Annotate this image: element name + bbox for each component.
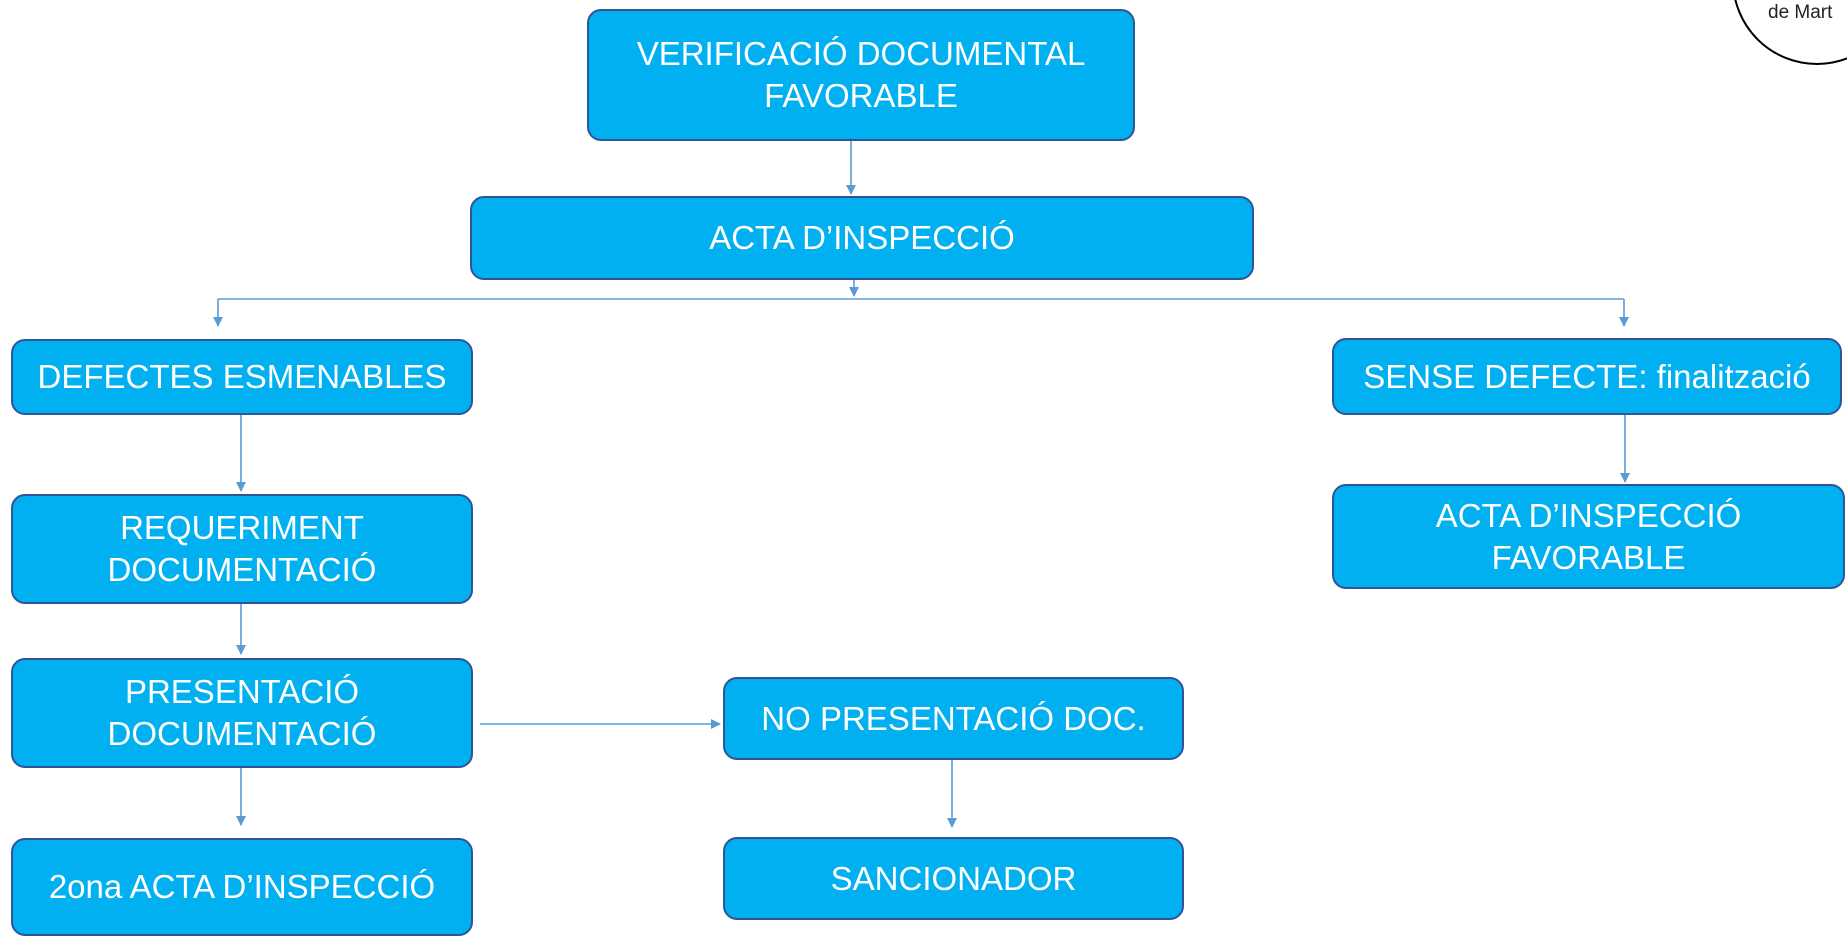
node-no-presentacio-doc: NO PRESENTACIÓ DOC. [723, 677, 1184, 760]
node-line: NO PRESENTACIÓ DOC. [761, 699, 1146, 737]
node-line: FAVORABLE [764, 77, 958, 114]
node-line: SANCIONADOR [830, 859, 1077, 897]
node-line: REQUERIMENT [120, 509, 364, 547]
node-sense-defecte-finalitzacio: SENSE DEFECTE: finalització [1332, 338, 1842, 415]
node-sancionador: SANCIONADOR [723, 837, 1184, 920]
node-segona-acta-inspeccio: 2ona ACTA D’INSPECCIÓ [11, 838, 473, 936]
node-line: DOCUMENTACIÓ [107, 715, 377, 752]
node-verificacio-documental-favorable: VERIFICACIÓ DOCUMENTAL FAVORABLE [587, 9, 1135, 141]
node-line: ACTA D’INSPECCIÓ [1435, 496, 1742, 534]
node-line: SENSE DEFECTE: finalització [1363, 357, 1811, 395]
node-line: FAVORABLE [1491, 538, 1686, 576]
node-line: VERIFICACIÓ DOCUMENTAL [636, 35, 1086, 73]
node-line: DOCUMENTACIÓ [107, 551, 377, 588]
node-requeriment-documentacio: REQUERIMENT DOCUMENTACIÓ [11, 494, 473, 604]
node-line: 2ona ACTA D’INSPECCIÓ [48, 868, 436, 906]
node-acta-inspeccio-favorable: ACTA D’INSPECCIÓ FAVORABLE [1332, 484, 1845, 589]
node-line: PRESENTACIÓ [124, 673, 360, 711]
logo-text: de Mart [1768, 2, 1833, 23]
node-line: ACTA D’INSPECCIÓ [709, 219, 1015, 257]
node-presentacio-documentacio: PRESENTACIÓ DOCUMENTACIÓ [11, 658, 473, 768]
node-defectes-esmenables: DEFECTES ESMENABLES [11, 339, 473, 415]
node-line: DEFECTES ESMENABLES [37, 358, 447, 396]
node-acta-inspeccio: ACTA D’INSPECCIÓ [470, 196, 1254, 280]
